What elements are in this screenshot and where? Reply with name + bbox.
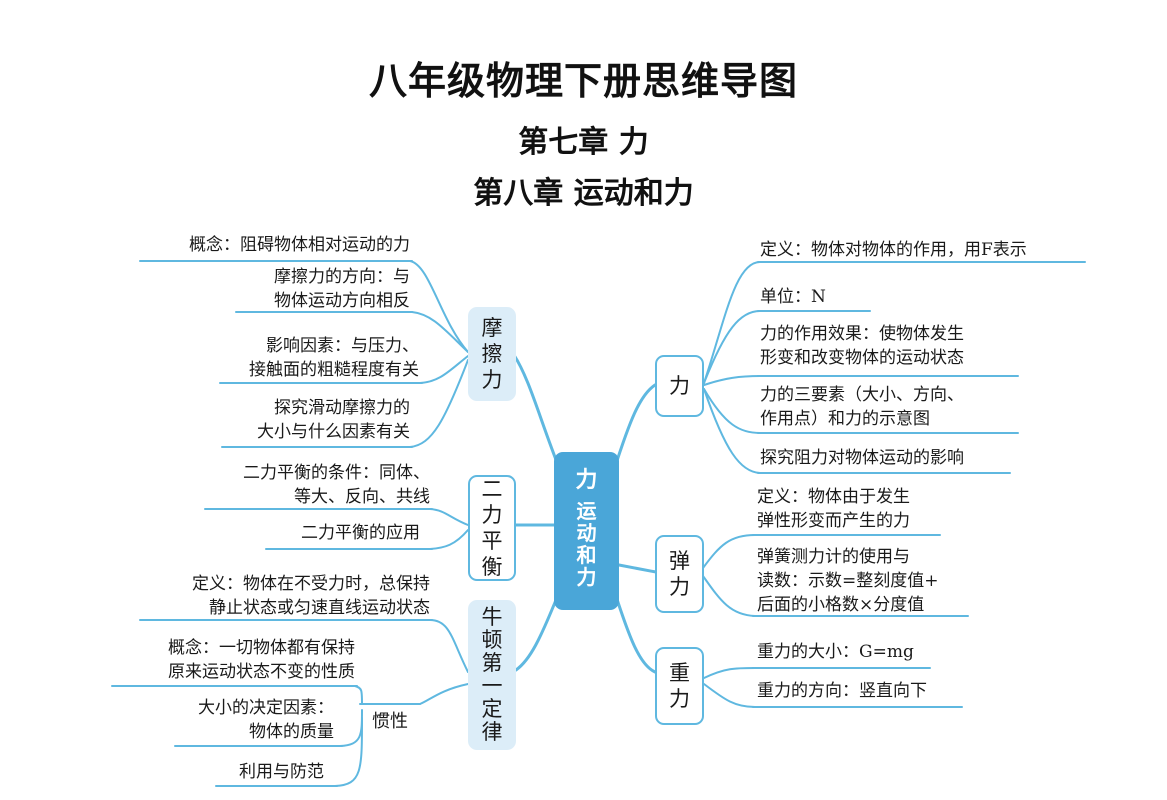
gravity-magnitude: 重力的大小：G=mg [757, 642, 914, 662]
node-force: 力 [655, 355, 704, 417]
trunk-gravity [612, 588, 657, 674]
force-effects: 力的作用效果：使物体发生 形变和改变物体的运动状态 [760, 324, 964, 368]
node-newton-first-law: 牛 顿 第 一 定 律 [468, 600, 516, 750]
balance-application: 二力平衡的应用 [301, 523, 420, 543]
elastic-definition: 定义：物体由于发生 弹性形变而产生的力 [757, 487, 910, 531]
node-gravity: 重 力 [655, 647, 704, 725]
center-motion-label: 运 动 和 力 [576, 499, 597, 589]
newton-definition: 定义：物体在不受力时，总保持 静止状态或匀速直线运动状态 [192, 574, 430, 618]
force-three-elements: 力的三要素（大小、方向、 作用点）和力的示意图 [760, 385, 964, 429]
node-friction: 摩 擦 力 [468, 307, 516, 401]
trunk-friction [512, 353, 562, 472]
inertia-concept: 概念：一切物体都有保持 原来运动状态不变的性质 [168, 638, 355, 682]
balance-conditions: 二力平衡的条件：同体、 等大、反向、共线 [243, 463, 430, 507]
spring-scale-usage: 弹簧测力计的使用与 读数：示数=整刻度值+ 后面的小格数×分度值 [757, 547, 939, 615]
node-two-force-balance: 二 力 平 衡 [468, 475, 516, 581]
page-title: 八年级物理下册思维导图 [368, 59, 798, 103]
center-force-label: 力 [575, 468, 598, 493]
inertia-mass-factor: 大小的决定因素： 物体的质量 [198, 698, 334, 742]
inertia-use-prevention: 利用与防范 [239, 762, 324, 782]
force-definition: 定义：物体对物体的作用，用F表示 [760, 240, 1027, 260]
force-resistance-experiment: 探究阻力对物体运动的影响 [760, 448, 964, 468]
gravity-direction: 重力的方向：竖直向下 [757, 681, 927, 701]
chapter-7-title: 第七章 力 [518, 125, 649, 160]
friction-concept: 概念：阻碍物体相对运动的力 [189, 235, 410, 255]
trunk-force [612, 383, 657, 472]
force-unit: 单位：N [760, 287, 826, 307]
friction-direction: 摩擦力的方向：与 物体运动方向相反 [274, 267, 410, 311]
center-node: 力 运 动 和 力 [554, 452, 619, 610]
trunk-elastic [617, 563, 658, 574]
chapter-8-title: 第八章 运动和力 [473, 176, 694, 211]
friction-experiment: 探究滑动摩擦力的 大小与什么因素有关 [257, 398, 410, 442]
node-elastic-force: 弹 力 [655, 535, 704, 613]
inertia-label: 惯性 [372, 711, 408, 732]
friction-factors: 影响因素：与压力、 接触面的粗糙程度有关 [249, 336, 419, 380]
